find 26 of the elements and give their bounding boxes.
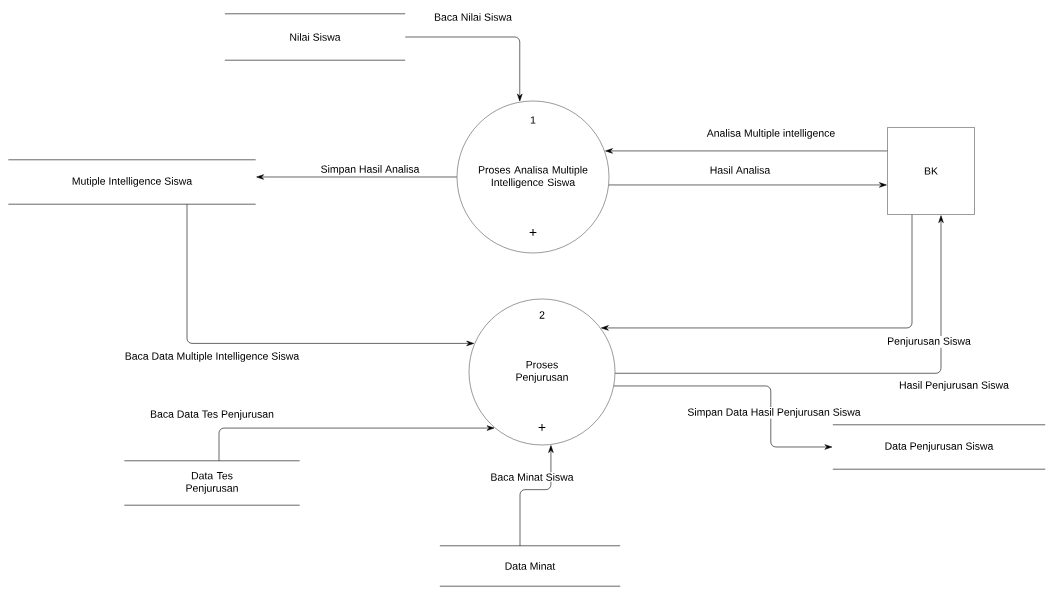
edge-label: Hasil Analisa <box>708 165 772 175</box>
arrow <box>519 445 554 547</box>
edge-label: Baca Minat Siswa <box>489 472 575 482</box>
arrow <box>605 148 888 154</box>
edge-label: Baca Data Tes Penjurusan <box>149 409 275 421</box>
arrow <box>601 214 913 331</box>
data-store: Nilai Siswa <box>224 13 406 61</box>
arrow <box>614 215 944 374</box>
entity-box: BK <box>887 127 975 215</box>
data-store: Data Tes Penjurusan <box>124 460 300 506</box>
arrow <box>608 182 887 188</box>
edge-label: Hasil Penjurusan Siswa <box>898 380 1010 392</box>
arrow <box>256 174 458 180</box>
edge-label: Simpan Data Hasil Penjurusan Siswa <box>686 407 862 419</box>
edge-label: Baca Data Multiple Intelligence Siswa <box>123 351 301 363</box>
arrow <box>404 36 523 102</box>
arrow <box>218 425 495 462</box>
data-store: Mutiple Intelligence Siswa <box>8 159 256 205</box>
data-store: Data Minat <box>439 545 621 587</box>
edge-label: Simpan Hasil Analisa <box>319 164 421 176</box>
edge-label: Analisa Multiple intelligence <box>705 128 837 140</box>
edge-label: Baca Nilai Siswa <box>433 12 513 22</box>
arrow <box>186 203 474 347</box>
data-store: Data Penjurusan Siswa <box>832 424 1046 470</box>
edge-label: Penjurusan Siswa <box>886 336 972 348</box>
arrow <box>613 385 833 450</box>
